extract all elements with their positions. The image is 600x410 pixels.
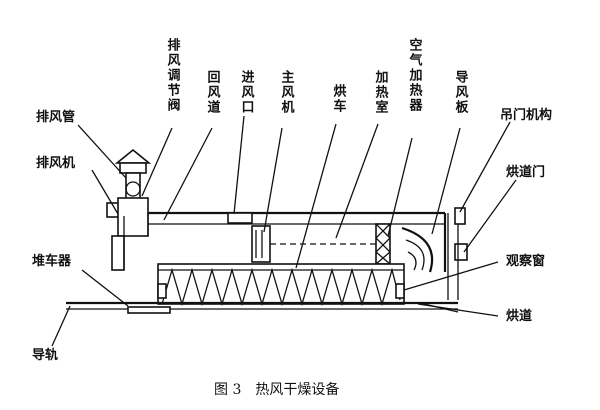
label-door-mechanism: 吊门机构 — [500, 107, 552, 123]
label-exhaust-valve: 排风调节阀 — [165, 37, 181, 113]
label-observation-window: 观察窗 — [506, 253, 545, 269]
label-tunnel: 烘道 — [506, 308, 532, 324]
exhaust-fan-shape — [106, 197, 149, 271]
main-fan-shape — [251, 225, 376, 263]
label-guide-rail: 导轨 — [32, 347, 58, 363]
label-air-heater: 空气加热器 — [407, 37, 424, 113]
leader-lines — [51, 115, 517, 347]
equipment-drawing — [66, 148, 468, 314]
tunnel-door-shape — [443, 207, 468, 300]
label-heating-room: 加热室 — [373, 70, 390, 115]
labels: 排风管 排风机 堆车器 导轨 排风调节阀 回风道 进风口 主风机 烘车 加热室 … — [32, 37, 552, 363]
oven-cart-shape — [157, 263, 405, 307]
upper-duct-shape — [147, 211, 445, 236]
label-oven-cart: 烘车 — [331, 83, 347, 114]
guide-rail-shape — [66, 301, 459, 314]
figure-caption: 图 3 热风干燥设备 — [214, 381, 339, 398]
label-exhaust-pipe: 排风管 — [36, 109, 75, 125]
label-cart-pusher: 堆车器 — [32, 253, 72, 269]
label-air-inlet: 进风口 — [239, 70, 255, 115]
label-return-duct: 回风道 — [205, 70, 221, 115]
guide-plate-shape — [401, 226, 434, 273]
air-heater-shape — [375, 223, 391, 265]
label-tunnel-door: 烘道门 — [506, 164, 545, 180]
label-exhaust-fan: 排风机 — [36, 155, 75, 171]
label-main-fan: 主风机 — [279, 69, 295, 115]
label-guide-plate: 导风板 — [453, 70, 469, 115]
